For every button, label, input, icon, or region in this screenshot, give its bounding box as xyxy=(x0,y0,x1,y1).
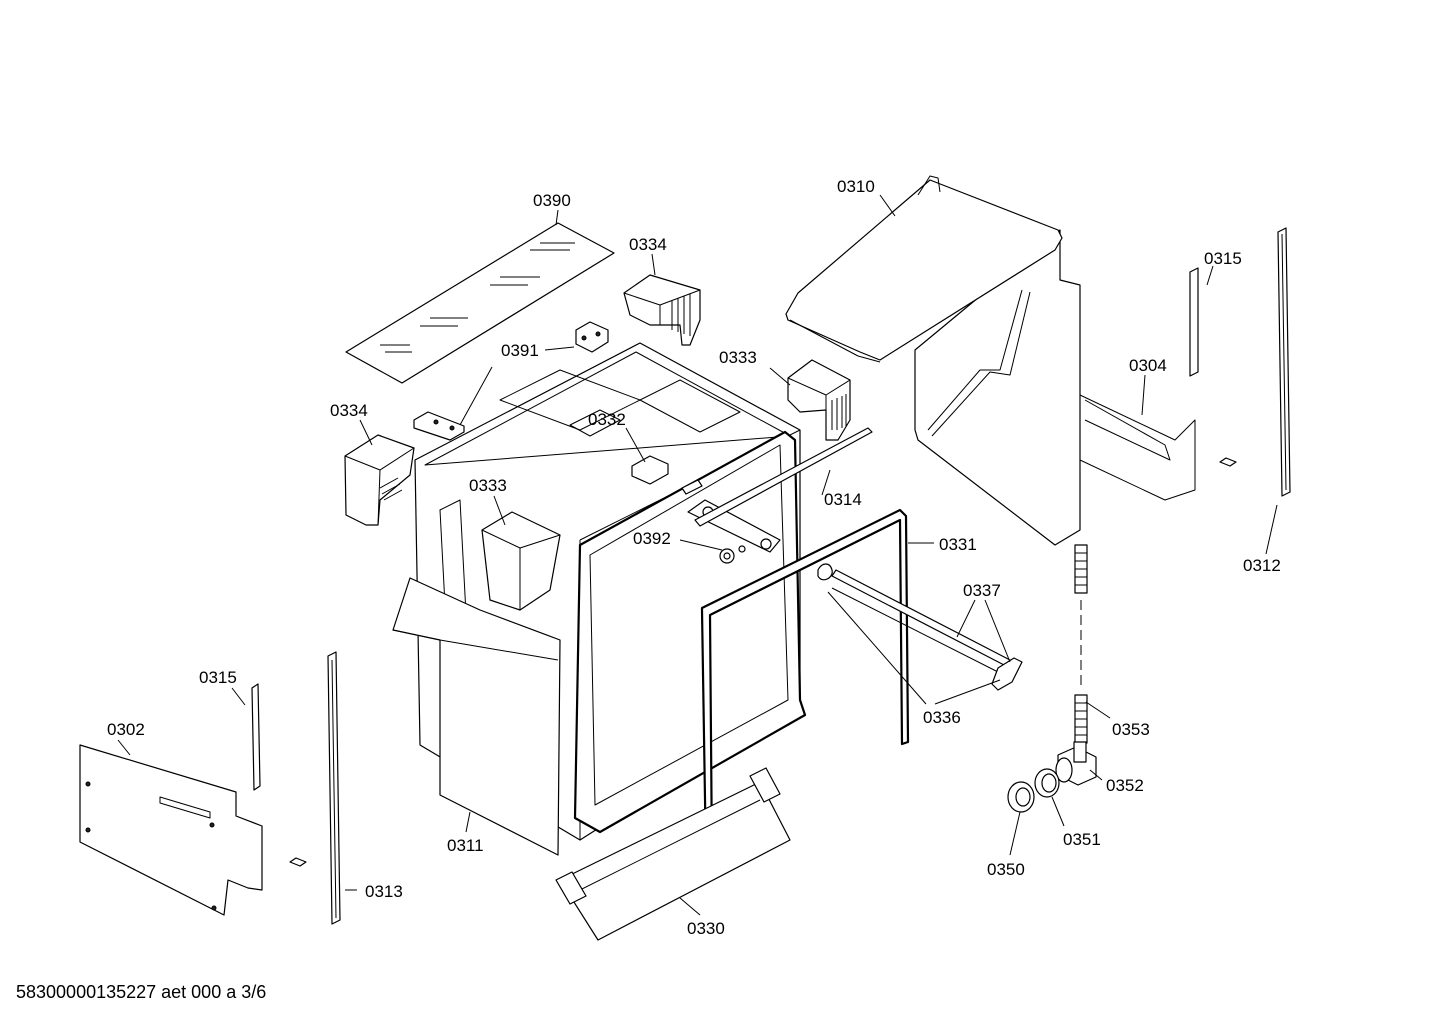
callout-0315-left: 0315 xyxy=(199,668,237,687)
part-0333-side-block-left xyxy=(481,511,561,611)
leader-lines xyxy=(117,194,1278,916)
callout-0392: 0392 xyxy=(633,529,671,548)
part-0350-nut xyxy=(1007,781,1035,813)
callout-0391: 0391 xyxy=(501,341,539,360)
document-id: 58300000135227 aet 000 a 3/6 xyxy=(16,982,266,1002)
part-0312-strip xyxy=(1277,227,1291,497)
callout-0312: 0312 xyxy=(1243,556,1281,575)
part-0310-top-plate-and-side-panel xyxy=(785,175,1196,546)
part-0304-screw xyxy=(1219,457,1237,467)
part-0390-insulation-mat xyxy=(345,222,615,384)
part-screw-left xyxy=(289,857,307,867)
callout-0310: 0310 xyxy=(837,177,875,196)
callout-0336: 0336 xyxy=(923,708,961,727)
part-0315-strip-left xyxy=(251,683,261,791)
part-0331-door-seal xyxy=(700,508,910,864)
part-0332-clip xyxy=(631,455,669,485)
callout-0334-left: 0334 xyxy=(330,401,368,420)
callout-0302: 0302 xyxy=(107,720,145,739)
callout-0337: 0337 xyxy=(963,581,1001,600)
callout-0333-right: 0333 xyxy=(719,348,757,367)
callout-0351: 0351 xyxy=(1063,830,1101,849)
callout-0313: 0313 xyxy=(365,882,403,901)
callout-0352: 0352 xyxy=(1106,776,1144,795)
callout-0353: 0353 xyxy=(1112,720,1150,739)
callout-0304: 0304 xyxy=(1129,356,1167,375)
callout-0330: 0330 xyxy=(687,919,725,938)
callout-0331: 0331 xyxy=(939,535,977,554)
part-0334-hinge-cover-top xyxy=(623,274,701,346)
part-0313-strip xyxy=(327,651,341,925)
callout-0390: 0390 xyxy=(533,191,571,210)
callout-0314: 0314 xyxy=(824,490,862,509)
callout-0311: 0311 xyxy=(447,836,484,855)
part-0315-strip-right xyxy=(1189,267,1199,377)
part-0330-plinth xyxy=(555,767,791,941)
callout-0332: 0332 xyxy=(588,410,626,429)
callout-0333-left: 0333 xyxy=(469,476,507,495)
part-0334-hinge-cover-left xyxy=(344,434,415,526)
callout-labels: 0390 0334 0391 0334 0333 0332 0333 0310 … xyxy=(107,177,1281,938)
part-0352-connector xyxy=(1055,741,1097,786)
part-0311-front-panel xyxy=(392,577,561,856)
part-0351-ring xyxy=(1034,768,1060,798)
part-0337-spray-arm xyxy=(817,563,1023,691)
callout-0350: 0350 xyxy=(987,860,1025,879)
part-0391-brackets xyxy=(413,321,609,441)
callout-0334-top: 0334 xyxy=(629,235,667,254)
part-0302-kick-plate xyxy=(79,744,263,916)
part-0314-bar xyxy=(694,427,873,527)
part-0353-hose xyxy=(1074,544,1088,744)
callout-0315-right: 0315 xyxy=(1204,249,1242,268)
part-0333-side-block-right xyxy=(787,359,851,441)
